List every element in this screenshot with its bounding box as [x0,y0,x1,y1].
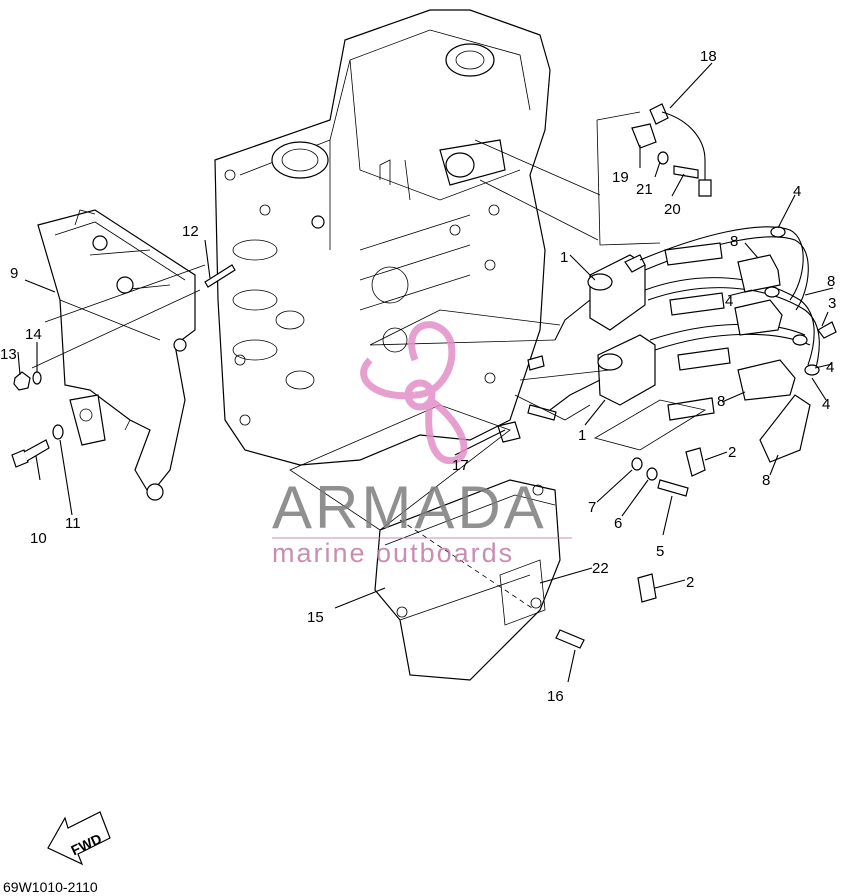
callout-1: 1 [560,249,568,266]
callout-5: 5 [656,543,664,560]
washer-11 [52,424,64,440]
callout-18: 18 [700,48,717,65]
callout-4: 4 [725,293,733,310]
ignition-coil-lower [549,334,656,411]
armada-watermark: ARMADA marine outboards [272,321,572,568]
callout-16: 16 [547,688,564,705]
engine-block [214,9,551,466]
callout-7: 7 [588,499,596,516]
callout-4: 4 [822,396,830,413]
callout-4: 4 [826,359,834,376]
propeller-logo [360,321,468,465]
callout-4: 4 [793,183,801,200]
callout-14: 14 [25,326,42,343]
callout-11: 11 [65,515,81,532]
engine-bracket [37,209,196,501]
bolt-5 [657,479,689,497]
washer-14 [32,371,42,385]
callout-1: 1 [578,427,586,444]
callout-10: 10 [30,530,47,547]
callout-12: 12 [182,223,199,240]
washer-7 [631,457,643,471]
fwd-arrow: FWD [47,811,111,866]
callout-8: 8 [827,273,835,290]
diagram-code: 69W1010-2110 [3,879,98,895]
temperature-sensor-18 [631,103,712,197]
callout-9: 9 [10,265,18,282]
ground-lead-lower [527,404,557,421]
screw-16 [555,629,585,649]
callout-19: 19 [612,169,629,186]
washer-6 [646,467,658,481]
ground-lead-upper [527,355,545,371]
callout-2: 2 [728,444,736,461]
clip-2-lower [637,573,657,603]
callout-6: 6 [614,515,622,532]
stud-12 [204,264,236,288]
callout-20: 20 [664,201,681,218]
watermark-brand: ARMADA [272,474,547,541]
clip-2-upper [685,447,706,477]
callout-17: 17 [452,457,469,474]
callout-numbers: 1 1 2 2 3 4 4 4 4 5 6 7 8 8 8 8 9 10 11 … [0,48,836,705]
leader-lines [17,62,834,683]
watermark-tagline: marine outboards [272,538,514,568]
nut-13 [13,371,31,391]
callout-2: 2 [686,574,694,591]
callout-3: 3 [828,295,836,312]
callout-8: 8 [730,233,738,250]
spark-plugs [664,242,731,421]
spark-plug-caps [734,254,811,463]
callout-15: 15 [307,609,324,626]
callout-8: 8 [762,472,770,489]
callout-13: 13 [0,346,17,363]
electrical-cover-15 [374,479,561,681]
ignition-coil-upper [554,254,646,341]
bolt-10 [11,439,50,468]
callout-21: 21 [636,181,653,198]
callout-8: 8 [717,393,725,410]
callout-22: 22 [592,560,609,577]
